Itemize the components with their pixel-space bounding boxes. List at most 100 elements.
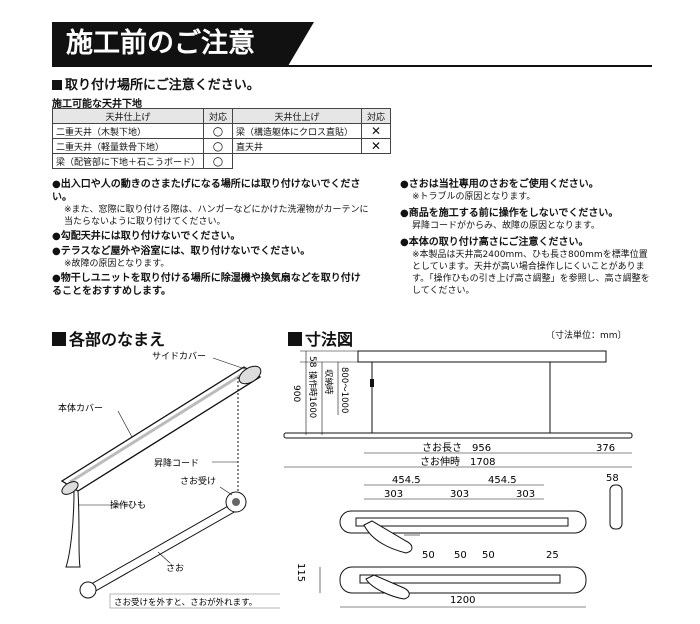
note-text: 商品を施工する前に操作をしないでください。: [408, 208, 619, 219]
table-row: 二重天井（軽量鉄骨下地） ○ 直天井 ✕: [51, 138, 392, 154]
caption-box: [109, 593, 280, 609]
front-body-shape: [357, 350, 607, 363]
ok-mark-icon: ○: [203, 153, 234, 169]
pole-ext-label: さお伸時 1708: [420, 456, 495, 468]
table-cell: 二重天井（木製下地）: [51, 123, 205, 139]
note-item: ●テラスなど屋外や浴室には、取り付けないでください。: [52, 246, 311, 257]
lift-cord-label: 昇降コード: [154, 457, 199, 469]
pole-len-text: さお長さ: [422, 442, 462, 454]
pole-holder-label: さお受け: [180, 475, 216, 487]
side-cover-shape: [238, 365, 262, 385]
bottom-string-shape: [365, 574, 410, 600]
side-view-shape: [609, 484, 623, 530]
table-cell: 梁（構造躯体にクロス直貼）: [232, 123, 363, 139]
pole-end-shape: [79, 581, 97, 599]
dim-1200-label: 1200: [450, 595, 475, 606]
note-text: 本体の取り付け高さにご注意ください。: [408, 237, 589, 248]
parts-heading-text: 各部のなまえ: [69, 330, 166, 349]
note-text: テラスなど屋外や浴室には、取り付けないでください。: [60, 246, 311, 257]
ng-mark-icon: ✕: [361, 123, 392, 139]
table-cell: [233, 154, 362, 169]
bottom-inner-rail: [359, 574, 561, 584]
dim-376-label: 376: [596, 443, 615, 454]
body-cover-label: 本体カバー: [58, 402, 103, 414]
title-wedge: [288, 22, 314, 66]
table-cell: [362, 154, 391, 169]
ceiling-table: 天井仕上げ 対応 天井仕上げ 対応 二重天井（木製下地） ○ 梁（構造躯体にクロ…: [51, 108, 392, 169]
body-cover-shape: [60, 366, 262, 492]
dim-range-label: 800～1000: [339, 367, 349, 413]
note-item: ●出入口や人の動きのさまたげになる場所には取り付けないでください。: [52, 179, 361, 203]
dim-303-c-label: 303: [516, 489, 535, 500]
pull-string-label: 操作ひも: [110, 499, 146, 511]
note-sub: ※トラブルの原因となります。: [412, 192, 536, 202]
title-rule: [52, 65, 652, 67]
dim-50-c-label: 50: [482, 550, 495, 561]
table-row: 二重天井（木製下地） ○ 梁（構造躯体にクロス直貼） ✕: [51, 123, 392, 139]
pole-label: さお: [166, 563, 184, 574]
pole-holder-hub: [232, 498, 240, 506]
dim-50-b-label: 50: [454, 550, 467, 561]
dim-454-left-label: 454.5: [392, 475, 421, 486]
dim-900-label: 900: [291, 385, 301, 402]
dim-58-top-label: 58: [307, 356, 317, 368]
notes-right: ●さおは当社専用のさおをご使用ください。 ※トラブルの原因となります。 ●商品を…: [400, 178, 652, 297]
table-header: 天井仕上げ: [232, 108, 363, 124]
table-header: 天井仕上げ: [51, 108, 205, 124]
square-bullet-icon: [52, 80, 62, 90]
parts-diagram: サイドカバー 本体カバー 昇降コード さお受け 操作ひも さお さお受けを外すと…: [58, 351, 280, 609]
dim-op-len-label: 操作時1600: [307, 371, 318, 418]
dim-25-label: 25: [546, 550, 559, 561]
note-text: 勾配天井には取り付けないでください。: [60, 231, 241, 242]
note-item: ●商品を施工する前に操作をしないでください。: [400, 208, 619, 219]
leader-line: [212, 357, 246, 370]
ok-mark-icon: ○: [203, 138, 234, 154]
dim-454-right-label: 454.5: [488, 475, 517, 486]
page-title: 施工前のご注意: [52, 22, 288, 66]
ng-mark-icon: ✕: [361, 138, 392, 154]
table-cell: 二重天井（軽量鉄骨下地）: [51, 138, 205, 154]
ceiling-caption: 施工可能な天井下地: [52, 99, 142, 110]
notes-left: ●出入口や人の動きのさまたげになる場所には取り付けないでください。 ※また、窓際…: [52, 178, 370, 298]
dims-heading: 寸法図: [288, 326, 353, 350]
dim-stored-label: 収納時: [323, 369, 334, 395]
note-sub: 昇降コードがからみ、故障の原因となります。: [412, 221, 600, 231]
table-cell: 梁（配管部に下地＋石こうボード）: [51, 153, 205, 169]
side-cover-label: サイドカバー: [152, 351, 206, 362]
install-heading-text: 取り付け場所にご注意ください。: [65, 78, 260, 93]
leader-line: [219, 486, 233, 496]
note-sub: ※故障の原因となります。: [64, 259, 170, 269]
dim-303-a-label: 303: [384, 489, 403, 500]
front-pole-shape: [283, 432, 633, 439]
note-text: 出入口や人の動きのさまたげになる場所には取り付けないでください。: [52, 179, 361, 203]
note-item: ●さおは当社専用のさおをご使用ください。: [400, 179, 599, 190]
table-header-row: 天井仕上げ 対応 天井仕上げ 対応: [51, 108, 392, 124]
note-text: 物干しユニットを取り付ける場所に除湿機や換気扇などを取り付けることをおすすめしま…: [52, 273, 361, 297]
note-item: ●勾配天井には取り付けないでください。: [52, 231, 241, 242]
pole-len-value: 956: [472, 443, 491, 454]
dimension-diagram: 58 900 操作時1600 収納時 800～1000 さお長さ 956 376…: [283, 350, 633, 608]
pull-string-shape: [65, 490, 81, 568]
table-header: 対応: [361, 108, 392, 124]
parts-caption: さお受けを外すと、さおが外れます。: [114, 597, 257, 608]
note-text: さおは当社専用のさおをご使用ください。: [408, 179, 599, 190]
square-bullet-icon: [52, 332, 66, 346]
note-item: ●本体の取り付け高さにご注意ください。: [400, 237, 589, 248]
leader-line: [157, 551, 171, 564]
pole-shape: [85, 504, 237, 594]
dim-58-side-label: 58: [606, 473, 619, 484]
install-heading: 取り付け場所にご注意ください。: [52, 74, 260, 93]
dim-50-a-label: 50: [422, 550, 435, 561]
ok-mark-icon: ○: [203, 123, 234, 139]
unit-note: 〔寸法単位：mm〕: [546, 331, 627, 341]
note-sub: ※本製品は天井高2400mm、ひも長さ800mmを標準位置としています。天井が高…: [412, 250, 650, 296]
top-inner-rail: [355, 517, 569, 527]
note-item: ●物干しユニットを取り付ける場所に除湿機や換気扇などを取り付けることをおすすめし…: [52, 273, 361, 297]
dim-115-label: 115: [295, 563, 306, 582]
top-string-shape: [363, 520, 413, 554]
parts-heading: 各部のなまえ: [52, 326, 165, 350]
square-bullet-icon: [288, 332, 302, 346]
leader-line: [117, 410, 133, 438]
dims-heading-text: 寸法図: [305, 330, 354, 349]
note-sub: ※また、窓際に取り付ける際は、ハンガーなどにかけた洗濯物がカーテンに当たらないよ…: [64, 205, 369, 227]
